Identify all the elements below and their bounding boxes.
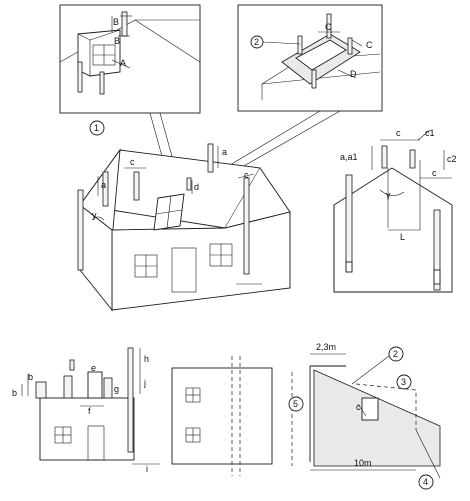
- main-house: a c γ d a c: [77, 143, 291, 312]
- label-c-right: c: [244, 170, 249, 180]
- label-B1: B: [113, 17, 119, 27]
- label-c-dormer: C: [325, 22, 332, 32]
- label-c3: c: [432, 168, 437, 178]
- label-b1: b: [12, 388, 17, 398]
- label-L: L: [400, 232, 405, 242]
- label-c-top: c: [130, 157, 135, 167]
- elevation-middle: [171, 356, 273, 476]
- label-c-sec: c: [396, 128, 401, 138]
- label-a-left: a: [101, 180, 106, 190]
- label-g: g: [114, 384, 119, 394]
- label-B2: B: [114, 36, 120, 46]
- label-h: h: [144, 354, 149, 364]
- label-f: f: [88, 406, 91, 416]
- label-gamma-main: γ: [92, 210, 97, 220]
- label-A1: A: [120, 58, 126, 68]
- elevation-left: b b e g f h j i: [12, 347, 160, 474]
- label-dist-10m: 10m: [354, 458, 372, 468]
- label-a-a1: a,a1: [340, 152, 358, 162]
- label-i: i: [146, 464, 148, 474]
- callout-1: 1: [94, 123, 99, 133]
- callout-2b: 2: [393, 349, 398, 359]
- label-C-plat: C: [366, 40, 373, 50]
- callout-3: 3: [401, 377, 406, 387]
- label-gamma-sec: γ: [386, 190, 391, 200]
- label-c1: c1: [425, 128, 435, 138]
- label-j: j: [143, 378, 146, 388]
- section-view: a,a1 c c1 c2 c γ L: [333, 128, 457, 293]
- plan-view-terminal: 2,3m 10m c 2 3 5 4: [288, 342, 441, 490]
- callout-2a: 2: [254, 37, 259, 47]
- detail-box-flat-roof: C C D 2: [237, 4, 383, 112]
- label-c-box: c: [356, 402, 361, 412]
- callout-5: 5: [293, 399, 298, 409]
- detail-box-dormer: B B A: [59, 4, 201, 114]
- label-D-plat: D: [350, 69, 357, 79]
- label-d-main: d: [194, 182, 199, 192]
- label-dist-2-3m: 2,3m: [316, 342, 336, 352]
- label-b2: b: [28, 372, 33, 382]
- label-a-right: a: [222, 147, 227, 157]
- callout-4: 4: [423, 477, 428, 487]
- label-e: e: [91, 363, 96, 373]
- label-c2: c2: [447, 154, 457, 164]
